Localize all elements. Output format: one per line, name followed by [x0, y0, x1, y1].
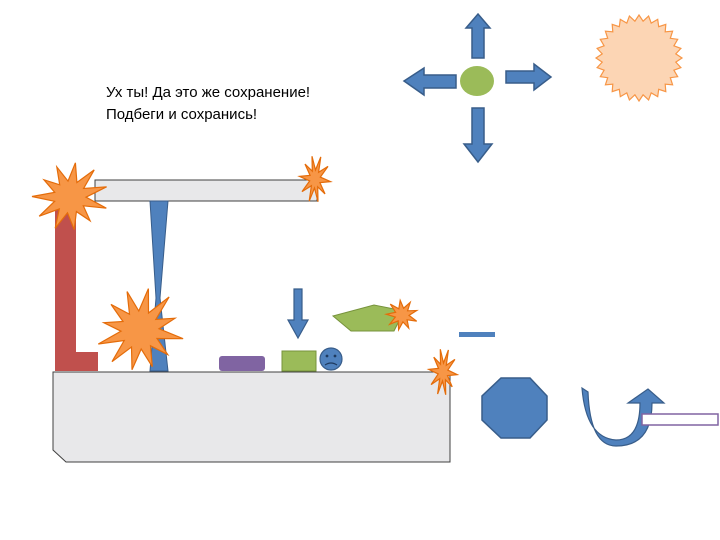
arrow-left-icon[interactable]: [402, 66, 457, 97]
player-block[interactable]: [281, 350, 317, 372]
spike-top-right: [297, 156, 333, 202]
sun-icon: [594, 13, 684, 103]
save-point-arrow-icon: [286, 288, 310, 340]
arrow-right-icon[interactable]: [505, 62, 553, 92]
right-bar: [641, 413, 719, 426]
spike-burst-icon: [31, 156, 460, 395]
arrow-up-icon[interactable]: [464, 12, 492, 59]
save-message-line-2: Подбеги и сохранись!: [106, 106, 258, 123]
purple-block: [219, 356, 265, 371]
arrow-down-icon[interactable]: [462, 107, 494, 164]
green-ball-icon: [460, 66, 494, 96]
save-message-line-1: Ух ты! Да это же сохранение!: [106, 84, 311, 101]
blue-ledge: [459, 332, 495, 337]
top-platform: [94, 179, 318, 202]
spike-top-left: [31, 162, 107, 230]
ground-platform: [52, 371, 451, 463]
save-message: Ух ты! Да это же сохранение! Подбеги и с…: [106, 82, 366, 126]
spike-middle: [98, 288, 184, 370]
blue-octagon: [481, 377, 548, 439]
u-turn-arrow-icon: [581, 386, 666, 447]
spike-edge: [426, 349, 460, 395]
red-pillar: [55, 200, 98, 371]
frown-face-icon: [319, 347, 343, 371]
spike-green: [383, 298, 419, 332]
direction-arrows-icon: [402, 12, 553, 164]
